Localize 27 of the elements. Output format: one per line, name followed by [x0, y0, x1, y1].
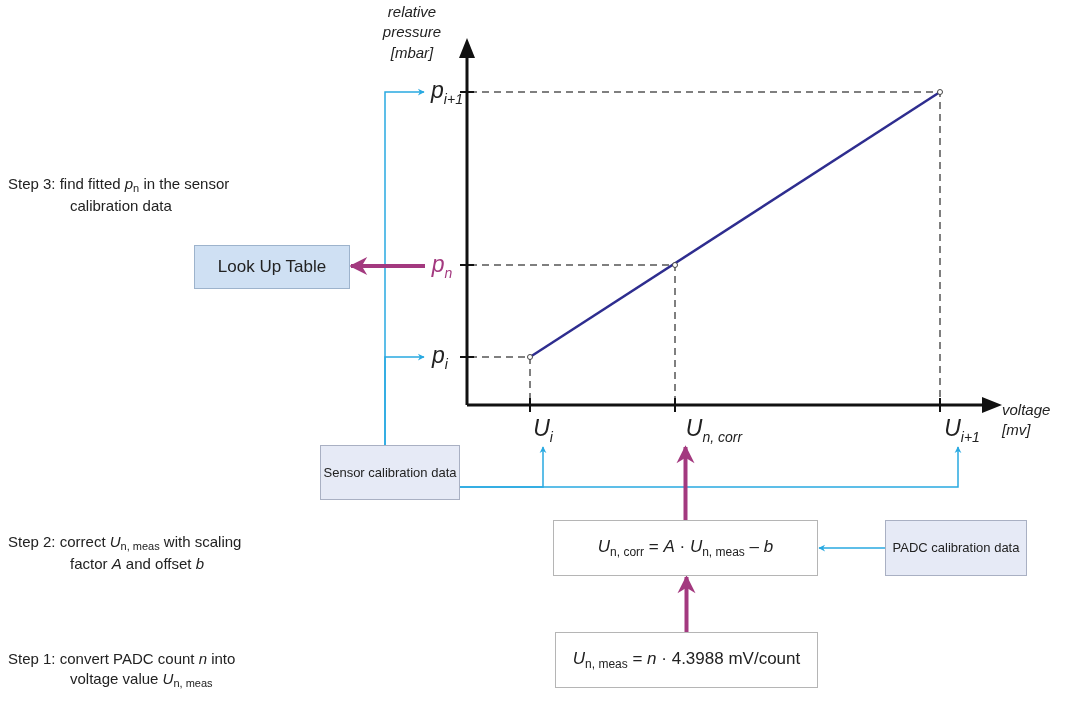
- box-text: Look Up Table: [217, 256, 327, 278]
- axis-tick-label: p$_{n}$: [425, 250, 459, 282]
- step-description: Step 1: convert PADC count n into voltage value U$_{n, meas}$: [8, 649, 237, 692]
- box-text: U$_{n, meas}$ = n · 4.3988 mV/count: [572, 648, 801, 672]
- axis-title: relative pressure [mbar]: [381, 2, 443, 63]
- data-source-box: [885, 520, 1027, 576]
- step-description: Step 3: find fitted p$_{n}$ in the sensor calibration data: [8, 174, 231, 216]
- data-source-box: [320, 445, 460, 500]
- axis-tick-label: U$_{i}$: [528, 414, 558, 446]
- formula-box: [553, 520, 818, 576]
- arrow: [384, 353, 425, 446]
- arrow: [349, 257, 425, 275]
- step-description: Step 2: correct U$_{n, meas}$ with scaling factor A and offset b: [8, 532, 243, 574]
- arrow: [676, 445, 695, 520]
- formula-box: [555, 632, 818, 688]
- axis-title: voltage [mv]: [1002, 400, 1052, 441]
- axis-tick-label: U$_{n, corr}$: [668, 414, 760, 446]
- axis-tick-label: U$_{i+1}$: [936, 414, 988, 446]
- arrow: [818, 544, 886, 552]
- box-text: PADC calibration data: [892, 540, 1020, 556]
- arrow: [677, 575, 696, 632]
- box-text: Sensor calibration data: [323, 464, 457, 481]
- axis-tick-label: p$_{i+1}$: [425, 76, 469, 108]
- arrow: [459, 446, 962, 488]
- box-text: U$_{n, corr}$ = A · U$_{n, meas}$ – b: [597, 536, 774, 560]
- axis-tick-label: p$_{i}$: [425, 341, 455, 373]
- lookup-table-box: [194, 245, 350, 289]
